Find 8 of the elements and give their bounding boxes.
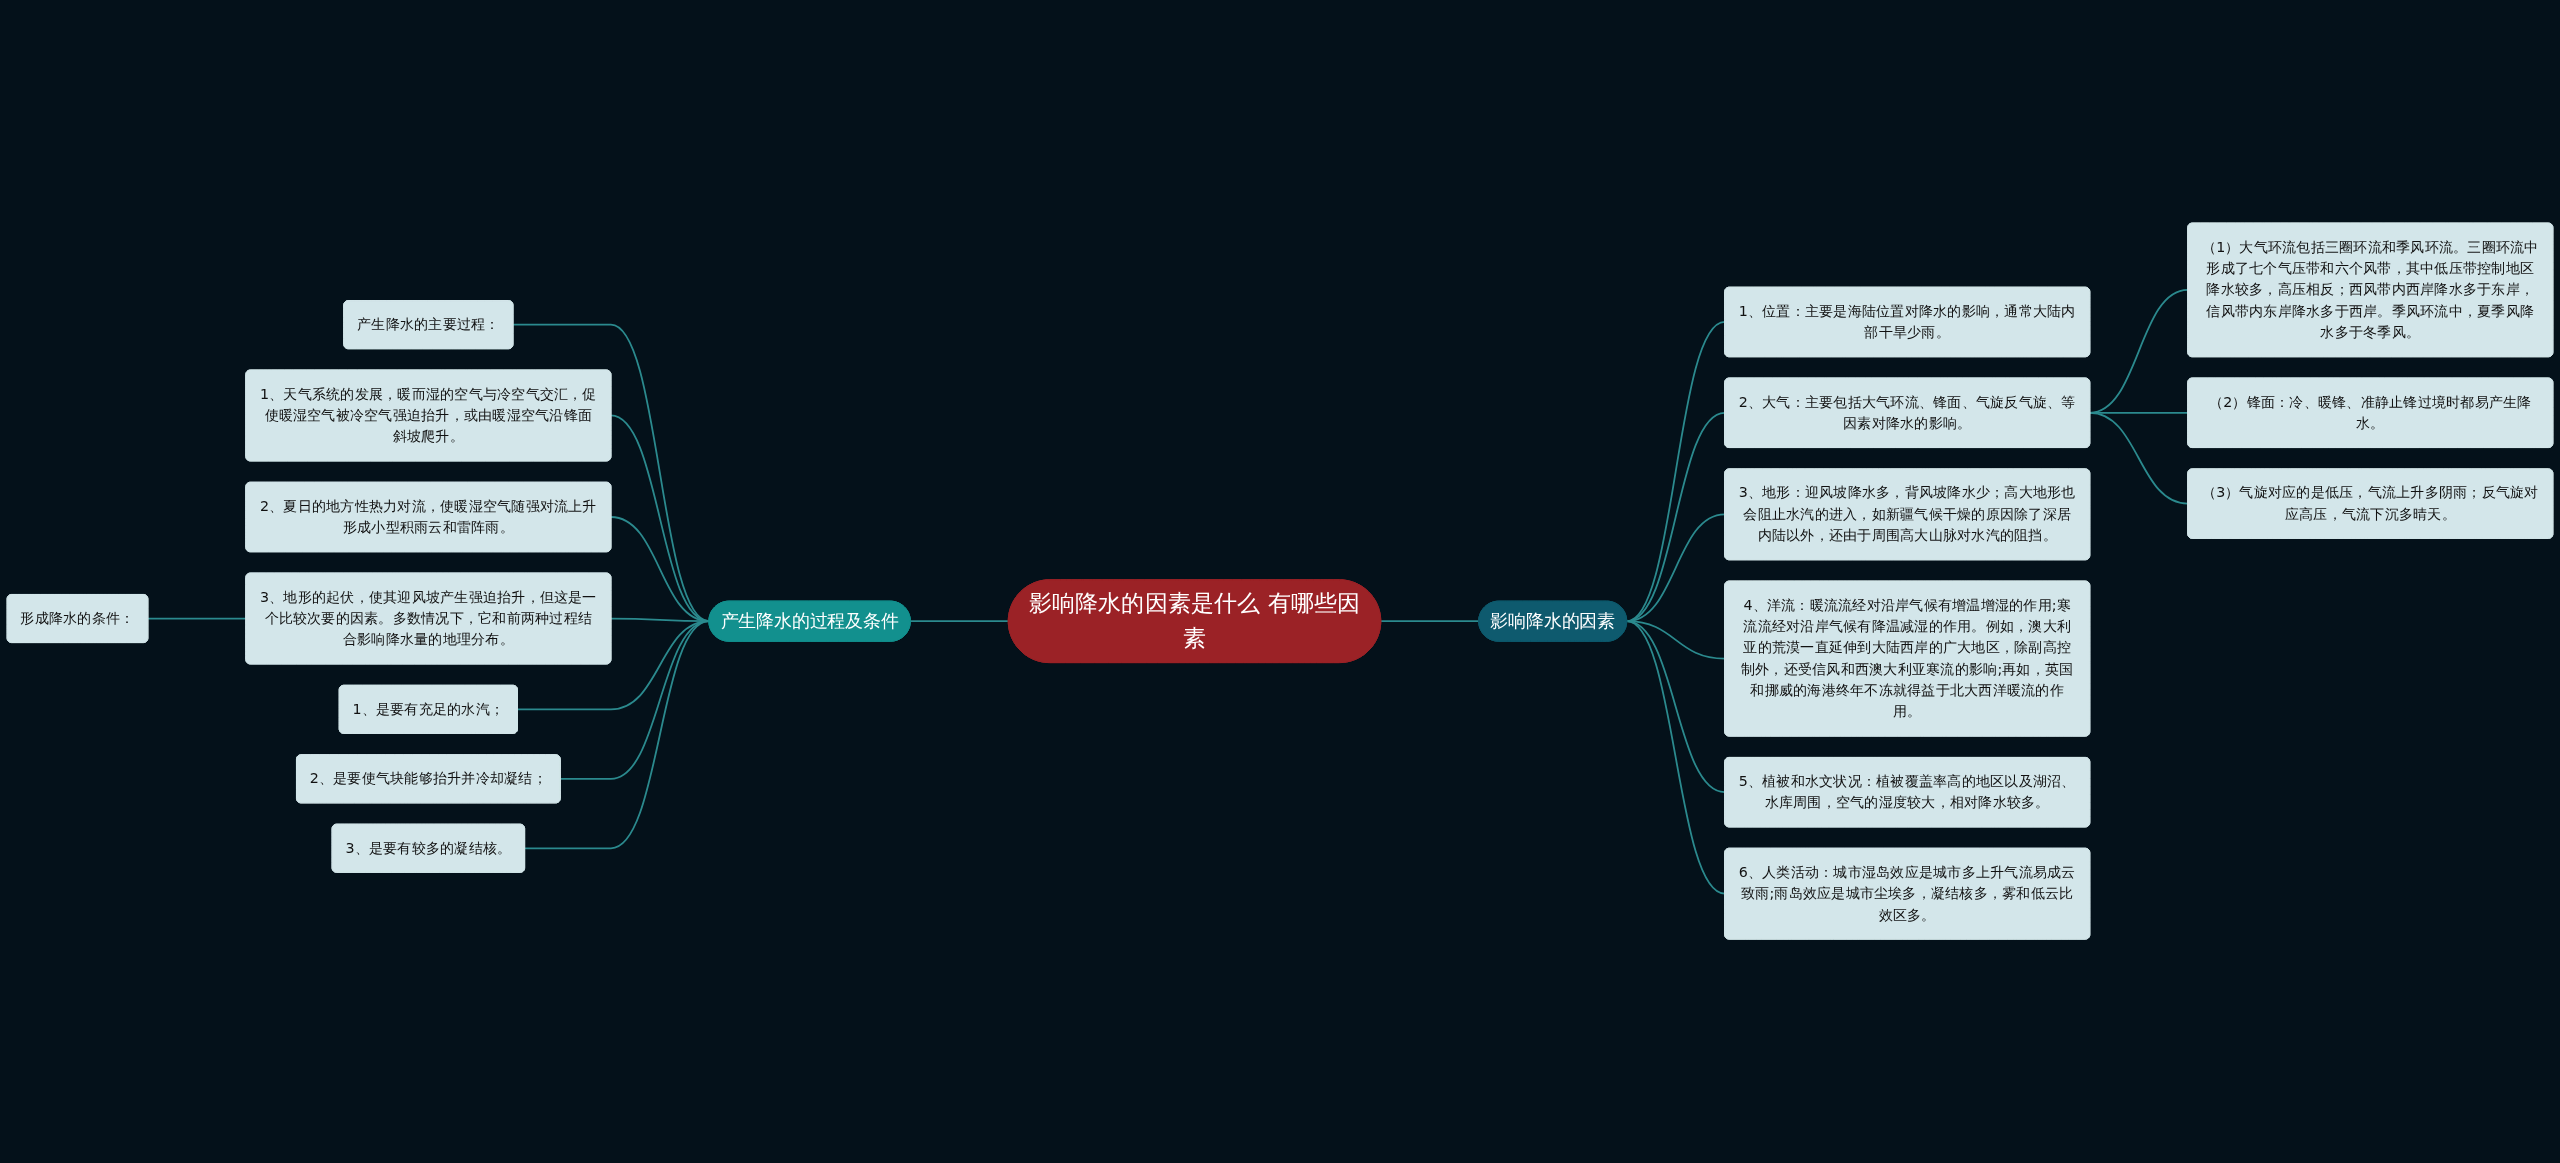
connector xyxy=(1625,620,1726,794)
connector xyxy=(146,618,247,620)
connector xyxy=(909,620,1010,623)
connector xyxy=(1625,620,1726,895)
connector xyxy=(1379,620,1480,623)
connector xyxy=(2088,412,2189,505)
connector xyxy=(516,620,710,711)
connector xyxy=(523,620,710,850)
